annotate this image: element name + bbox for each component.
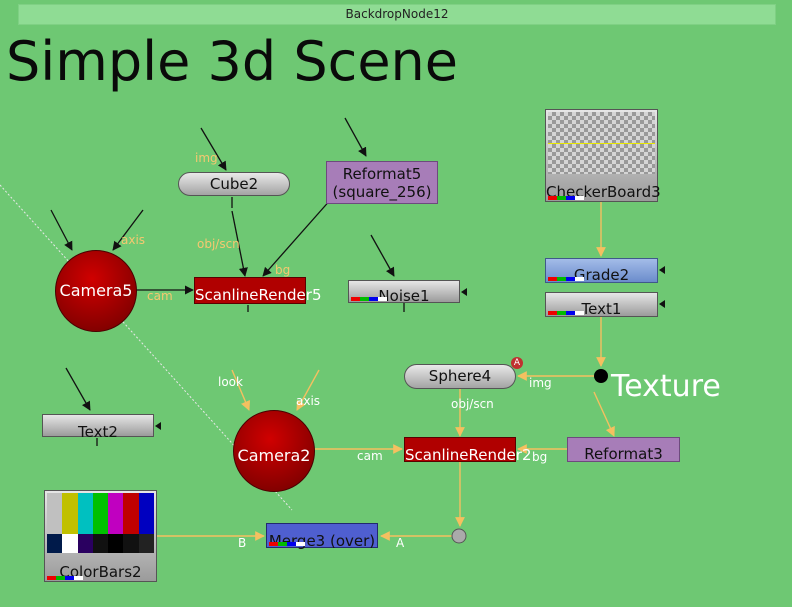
node-text2-mask-input[interactable] xyxy=(155,422,161,430)
node-reformat3[interactable]: Reformat3 xyxy=(567,437,680,463)
node-text1[interactable]: Text1 xyxy=(545,292,658,318)
node-merge3-label: Merge3 (over) xyxy=(268,532,376,550)
wire-noise-in xyxy=(370,234,395,277)
input-label-cam-2: cam xyxy=(357,449,383,463)
texture-dot-node xyxy=(594,369,608,383)
input-label-img-2: img xyxy=(529,376,552,390)
channel-chips xyxy=(548,196,584,200)
input-label-axis-2: axis xyxy=(296,394,321,408)
channel-chips xyxy=(548,277,584,281)
node-sphere4-badge: A xyxy=(511,357,523,369)
wire-camera5-in xyxy=(50,209,73,251)
wire-cube-scanline xyxy=(231,210,248,277)
wire-camera2-look xyxy=(231,369,251,411)
node-cube2[interactable]: Cube2 xyxy=(178,172,290,196)
wire-camera5-axis xyxy=(112,209,144,251)
node-merge3[interactable]: Merge3 (over) xyxy=(266,523,378,550)
colorbars-lower-thumbnail xyxy=(47,534,154,553)
input-label-img: img xyxy=(195,151,218,165)
wire-reformat5-bg xyxy=(262,197,333,277)
node-noise1-mask-input[interactable] xyxy=(461,288,467,296)
node-text2[interactable]: Text2 xyxy=(42,414,154,441)
input-label-objscn: obj/scn xyxy=(197,237,240,251)
checkerboard-line xyxy=(548,143,655,144)
node-reformat5-format: (square_256) xyxy=(332,183,432,201)
node-sphere4[interactable]: Sphere4 xyxy=(404,364,516,389)
wire-dot-reformat3 xyxy=(593,391,615,437)
node-grade2-label: Grade2 xyxy=(573,266,630,284)
wire-cube-img xyxy=(200,127,227,171)
wire-camera2-axis xyxy=(296,369,320,411)
node-scanlinerender5[interactable]: ScanlineRender5 xyxy=(194,277,321,304)
node-colorbars2[interactable]: ColorBars2 xyxy=(44,490,157,582)
channel-chips xyxy=(269,542,305,546)
wire-text2-in xyxy=(65,367,91,411)
node-noise1-label: Noise1 xyxy=(378,287,430,305)
node-grade2[interactable]: Grade2 xyxy=(545,258,658,284)
node-checkerboard3[interactable]: CheckerBoard3 xyxy=(545,109,661,202)
channel-chips xyxy=(47,576,83,580)
wire-reformat5-in xyxy=(344,117,367,157)
node-scanlinerender2[interactable]: ScanlineRender2 xyxy=(404,437,531,464)
node-camera5[interactable]: Camera5 xyxy=(55,250,137,332)
backdrop-title-bar[interactable]: BackdropNode12 xyxy=(18,4,776,25)
input-label-bg-2: bg xyxy=(532,450,548,464)
channel-chips xyxy=(351,297,387,301)
input-label-look: look xyxy=(218,375,243,389)
backdrop-label: Simple 3d Scene xyxy=(6,30,458,93)
input-label-bg: bg xyxy=(275,263,291,277)
input-label-objscn-2: obj/scn xyxy=(451,397,494,411)
node-reformat5[interactable]: Reformat5 (square_256) xyxy=(326,161,438,204)
input-label-axis: axis xyxy=(121,233,146,247)
channel-chips xyxy=(548,311,584,315)
node-grade2-mask-input[interactable] xyxy=(659,266,665,274)
merge-output-dot xyxy=(451,528,467,544)
node-camera2[interactable]: Camera2 xyxy=(233,410,315,492)
input-label-cam: cam xyxy=(147,289,173,303)
node-noise1[interactable]: Noise1 xyxy=(348,280,460,305)
node-text1-label: Text1 xyxy=(581,300,622,318)
node-reformat5-label: Reformat5 xyxy=(342,165,422,183)
input-label-b: B xyxy=(238,536,247,550)
texture-dot-label: Texture xyxy=(611,369,721,404)
node-text1-mask-input[interactable] xyxy=(659,300,665,308)
input-label-a: A xyxy=(396,536,405,550)
